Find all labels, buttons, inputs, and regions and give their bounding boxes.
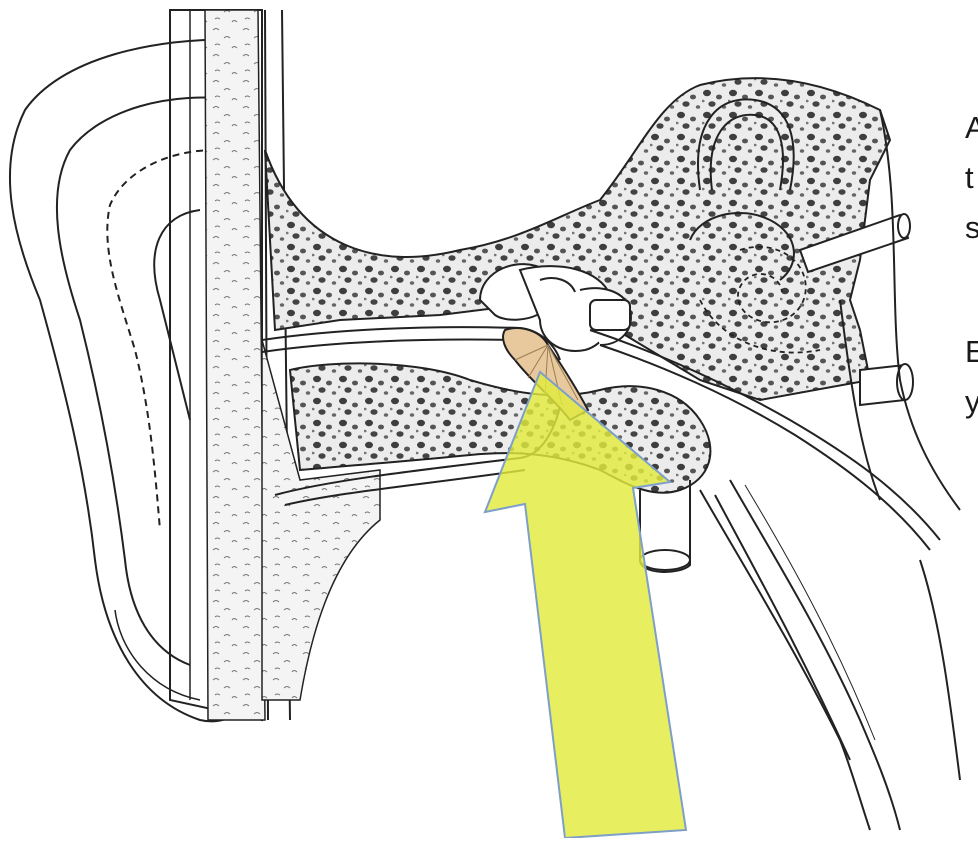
caption-line-5: y xyxy=(965,386,978,417)
caption-line-4: E xyxy=(965,336,978,367)
caption-line-1: A xyxy=(965,112,978,143)
caption-line-2: t xyxy=(965,162,974,193)
caption-line-3: s xyxy=(965,212,978,243)
